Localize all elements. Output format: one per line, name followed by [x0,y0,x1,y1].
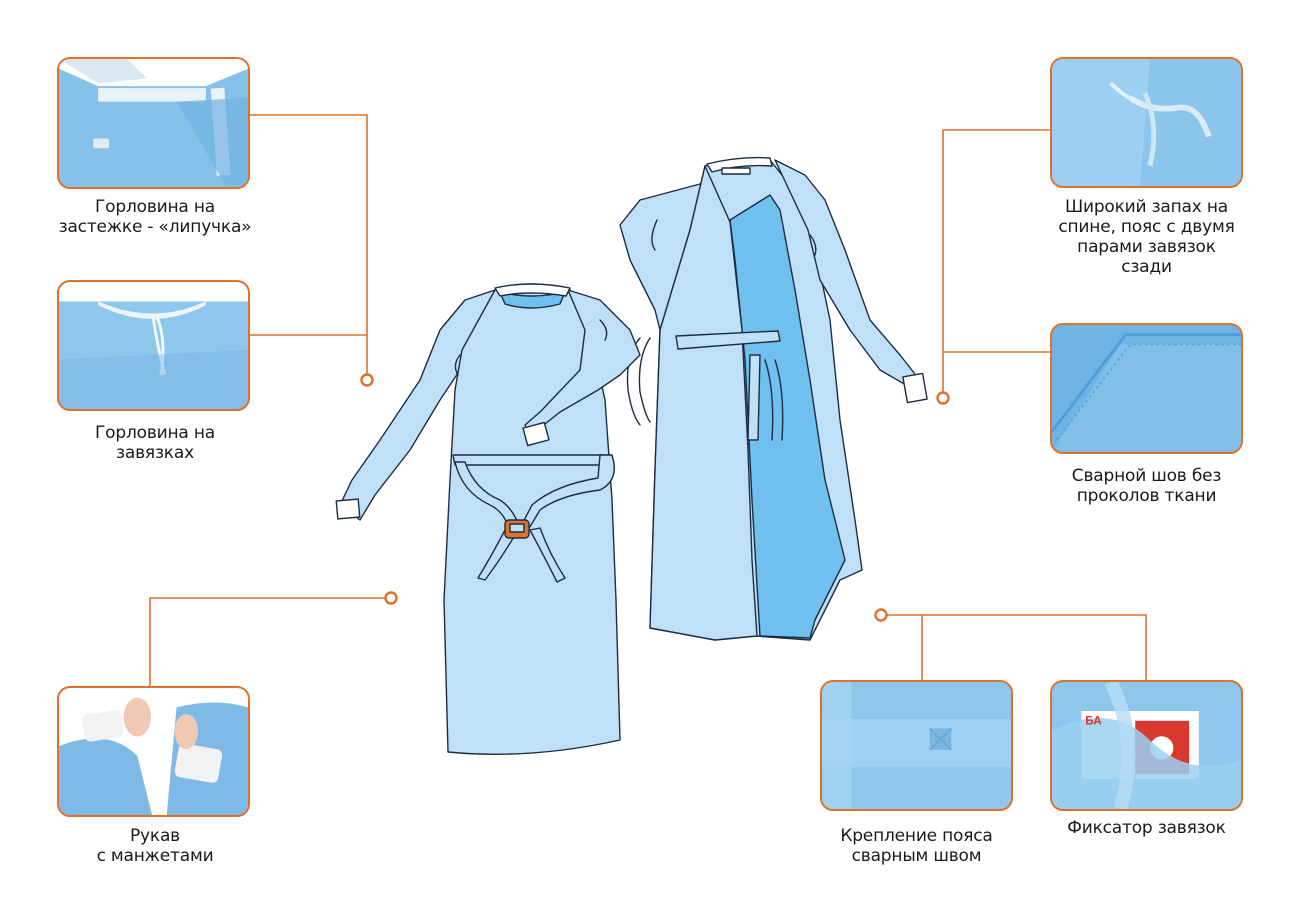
marker-dot-left [360,373,374,387]
photo-wide-wrap [1050,57,1243,188]
photo-belt-weld [820,680,1013,811]
gown-back-view [619,156,928,641]
marker-dot-sleeve [384,591,398,605]
photo-sleeve-cuffs [57,686,250,817]
photo-velcro-neckline [57,57,250,189]
connector-fixings [886,614,1147,680]
connector-wide-wrap [942,129,1050,392]
caption-tie-neckline: Горловина на завязках [95,423,215,463]
gown-front-view [335,283,641,755]
marker-dot-bottom [874,608,888,622]
caption-velcro-neckline: Горловина на застежке - «липучка» [58,197,252,237]
caption-belt-weld: Крепление пояса сварным швом [840,826,993,866]
photo-welded-seam [1050,323,1243,454]
photo-tie-holder: БА [1050,680,1243,811]
caption-tie-holder: Фиксатор завязок [1067,818,1226,838]
connector-sleeve-cuffs [149,597,386,686]
tie-holder-label: БА [1085,715,1102,728]
photo-tie-neckline [57,280,250,411]
caption-sleeve-cuffs: Рукав с манжетами [96,826,214,866]
connector-velcro-neckline [250,114,368,375]
marker-dot-right [936,391,950,405]
caption-welded-seam: Сварной шов без проколов ткани [1071,466,1222,506]
caption-wide-wrap: Широкий запах на спине, пояс с двумя пар… [1058,197,1235,277]
